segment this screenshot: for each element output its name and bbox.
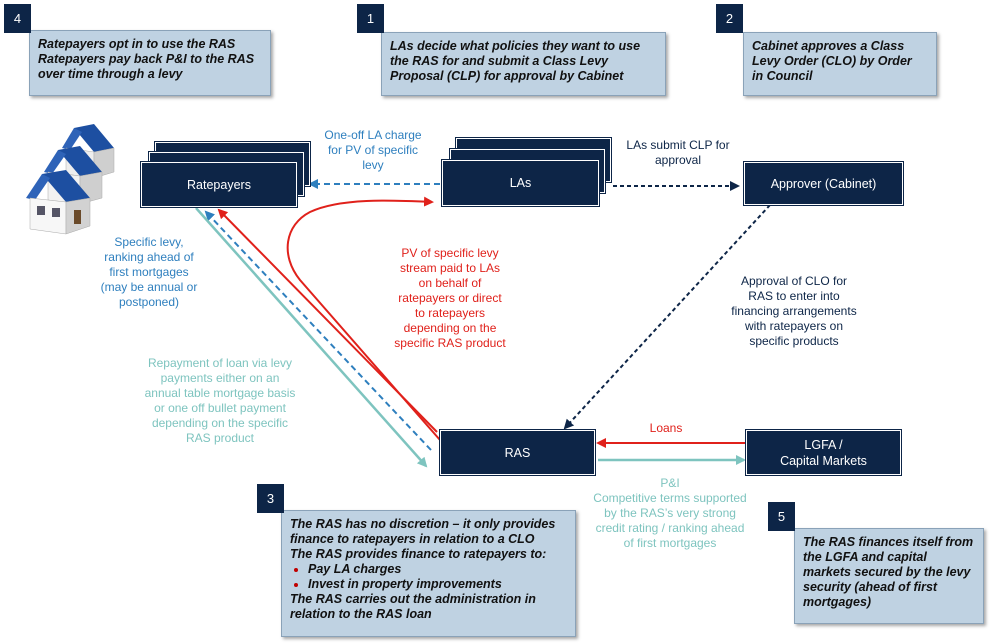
label-line: on behalf of bbox=[418, 276, 482, 290]
lgfa-box: LGFA / Capital Markets bbox=[746, 430, 901, 475]
arrow-ratepayers-to-ras-teal bbox=[195, 207, 428, 468]
label-specific-levy: Specific levy, ranking ahead of first mo… bbox=[84, 235, 214, 310]
label-line: or one off bullet payment bbox=[154, 401, 286, 415]
label-pv-levy: PV of specific levy stream paid to LAs o… bbox=[380, 246, 520, 351]
callout-3-line: relation to the RAS loan bbox=[290, 607, 432, 621]
arrow-approver-to-ras bbox=[563, 204, 771, 430]
label-line: annual table mortgage basis bbox=[144, 386, 296, 400]
las-label: LAs bbox=[509, 176, 532, 190]
callout-1-line: LAs decide what policies they want to us… bbox=[390, 39, 641, 53]
label-line: Loans bbox=[649, 421, 683, 435]
callout-1-line: the RAS for and submit a Class Levy bbox=[390, 54, 609, 68]
ratepayers-box: Ratepayers bbox=[141, 162, 297, 207]
callout-3-line: finance to ratepayers in relation to a C… bbox=[290, 532, 535, 546]
callout-5-line: the LGFA and capital bbox=[803, 550, 927, 564]
ras-box: RAS bbox=[440, 430, 595, 475]
label-line: One-off LA charge bbox=[324, 128, 422, 142]
label-line: postponed) bbox=[118, 295, 180, 309]
label-line: LAs submit CLP for bbox=[626, 138, 730, 152]
callout-1-badge: 1 bbox=[357, 4, 384, 33]
label-line: (may be annual or bbox=[100, 280, 198, 294]
las-box: LAs bbox=[442, 160, 599, 206]
houses-icon bbox=[26, 124, 115, 235]
callout-5-line: mortgages) bbox=[803, 595, 872, 609]
label-line: ranking ahead of bbox=[104, 250, 194, 264]
label-line: RAS product bbox=[185, 431, 255, 445]
label-line: credit rating / ranking ahead bbox=[595, 521, 745, 535]
label-line: Repayment of loan via levy bbox=[147, 356, 293, 370]
callout-3-line: The RAS has no discretion – it only prov… bbox=[290, 517, 556, 531]
callout-2-line: in Council bbox=[752, 69, 813, 83]
callout-4-line: Ratepayers pay back P&I to the RAS bbox=[38, 52, 255, 66]
callout-5-line: markets secured by the levy bbox=[803, 565, 971, 579]
callout-4-line: over time through a levy bbox=[38, 67, 183, 81]
callout-5-badge: 5 bbox=[768, 502, 795, 531]
label-line: by the RAS’s very strong bbox=[604, 506, 736, 520]
label-line: Specific levy, bbox=[114, 235, 184, 249]
callout-3-badge: 3 bbox=[257, 484, 284, 513]
lgfa-label-line: Capital Markets bbox=[780, 453, 867, 468]
label-line: approval bbox=[654, 153, 702, 167]
label-line: stream paid to LAs bbox=[399, 261, 501, 275]
callout-3: The RAS has no discretion – it only prov… bbox=[281, 510, 576, 637]
label-line: P&I bbox=[660, 476, 680, 490]
ratepayers-label: Ratepayers bbox=[187, 177, 251, 192]
label-line: of first mortgages bbox=[623, 536, 717, 550]
label-line: PV of specific levy bbox=[401, 246, 499, 260]
callout-5-line: security (ahead of first bbox=[803, 580, 938, 594]
approver-box: Approver (Cabinet) bbox=[744, 162, 903, 205]
label-line: to ratepayers bbox=[414, 306, 486, 320]
label-line: specific products bbox=[749, 334, 839, 348]
arrow-ras-to-las-curve bbox=[286, 196, 441, 441]
callout-2-badge: 2 bbox=[716, 4, 743, 33]
label-line: for PV of specific bbox=[327, 143, 419, 157]
label-line: depending on the bbox=[403, 321, 497, 335]
lgfa-label-line: LGFA / bbox=[804, 437, 843, 452]
callout-3-bullets: Pay LA charges Invest in property improv… bbox=[290, 562, 567, 592]
callout-3-line: The RAS carries out the administration i… bbox=[290, 592, 536, 606]
callout-4-line: Ratepayers opt in to use the RAS bbox=[38, 37, 236, 51]
callout-5: The RAS finances itself from the LGFA an… bbox=[794, 528, 984, 624]
arrow-ras-to-ratepayers-dashed bbox=[204, 210, 432, 451]
label-line: specific RAS product bbox=[394, 336, 506, 350]
callout-3-bullet: Pay LA charges bbox=[308, 562, 567, 577]
callout-3-line: The RAS provides finance to ratepayers t… bbox=[290, 547, 547, 561]
label-line: RAS to enter into bbox=[748, 289, 840, 303]
label-line: Approval of CLO for bbox=[740, 274, 848, 288]
label-line: levy bbox=[362, 158, 384, 172]
label-las-submit: LAs submit CLP for approval bbox=[612, 138, 744, 168]
label-line: ratepayers or direct bbox=[398, 291, 502, 305]
label-line: Competitive terms supported bbox=[593, 491, 747, 505]
callout-1: LAs decide what policies they want to us… bbox=[381, 32, 666, 96]
callout-4: Ratepayers opt in to use the RAS Ratepay… bbox=[29, 30, 271, 96]
label-line: payments either on an bbox=[160, 371, 280, 385]
label-loans: Loans bbox=[636, 421, 696, 436]
callout-1-line: Proposal (CLP) for approval by Cabinet bbox=[390, 69, 624, 83]
callout-5-line: The RAS finances itself from bbox=[803, 535, 974, 549]
label-line: first mortgages bbox=[109, 265, 189, 279]
label-one-off-charge: One-off LA charge for PV of specific lev… bbox=[308, 128, 438, 173]
label-approval-clo: Approval of CLO for RAS to enter into fi… bbox=[714, 274, 874, 349]
callout-3-bullet: Invest in property improvements bbox=[308, 577, 567, 592]
callout-4-badge: 4 bbox=[4, 4, 31, 33]
ras-label: RAS bbox=[504, 445, 531, 460]
callout-2-line: Cabinet approves a Class bbox=[752, 39, 905, 53]
label-line: financing arrangements bbox=[731, 304, 857, 318]
label-line: depending on the specific bbox=[151, 416, 289, 430]
approver-label: Approver (Cabinet) bbox=[770, 176, 877, 191]
callout-2: Cabinet approves a Class Levy Order (CLO… bbox=[743, 32, 937, 96]
label-line: with ratepayers on bbox=[744, 319, 844, 333]
label-repayment: Repayment of loan via levy payments eith… bbox=[134, 356, 306, 446]
callout-2-line: Levy Order (CLO) by Order bbox=[752, 54, 912, 68]
label-pi: P&I Competitive terms supported by the R… bbox=[582, 476, 758, 551]
